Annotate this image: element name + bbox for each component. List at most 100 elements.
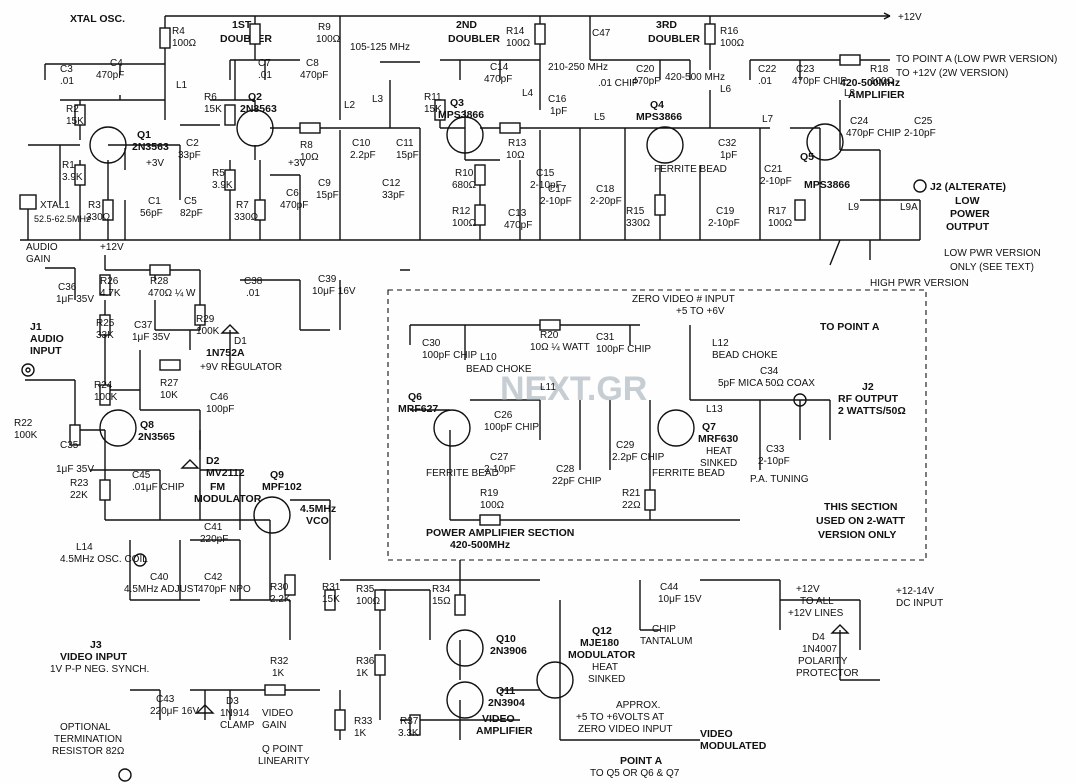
- q10-ref: Q10: [496, 633, 516, 645]
- r6-val: 15K: [204, 104, 222, 115]
- c16-val: 1pF: [550, 106, 567, 117]
- resistor-r4-symbol: [159, 27, 171, 49]
- to-all-1: +12V: [796, 584, 820, 595]
- c24-ref: C24: [850, 116, 869, 127]
- c35-ref: C35: [60, 440, 79, 451]
- transistor-q4-symbol: [646, 126, 684, 164]
- q6-ref: Q6: [408, 391, 422, 403]
- vco-2: VCO: [306, 515, 329, 527]
- l9a-ref: L9A: [900, 202, 918, 213]
- c39-val: 10μF 16V: [312, 286, 356, 297]
- connector-j3-symbol: [118, 768, 132, 782]
- video-amp-2: AMPLIFIER: [476, 725, 533, 737]
- q11-val: 2N3904: [488, 697, 525, 709]
- c21-ref: C21: [764, 164, 783, 175]
- c29-val: 2.2pF CHIP: [612, 452, 665, 463]
- polarity-2: PROTECTOR: [796, 668, 859, 679]
- d2-val: MV2112: [206, 467, 245, 479]
- l4-ref: L4: [522, 88, 534, 99]
- q5-ref: Q5: [800, 151, 814, 163]
- r18-ref: R18: [870, 64, 889, 75]
- r16-val: 100Ω: [720, 38, 745, 49]
- c18-ref: C18: [596, 184, 615, 195]
- resistor-r36-symbol: [374, 654, 386, 676]
- r11-ref: R11: [424, 92, 442, 103]
- fm-mod-1: FM: [210, 481, 225, 493]
- resistor-r13-symbol: [499, 122, 521, 134]
- c27-ref: C27: [490, 452, 509, 463]
- approx-1: APPROX.: [616, 700, 660, 711]
- c41-ref: C41: [204, 522, 223, 533]
- c38-ref: C38: [244, 276, 263, 287]
- l10-val: BEAD CHOKE: [466, 364, 532, 375]
- l11-ref: L11: [540, 382, 556, 393]
- r17-ref: R17: [768, 206, 787, 217]
- resistor-r32-symbol: [264, 684, 286, 696]
- c20-val: 470pF: [632, 76, 660, 87]
- approx-3: ZERO VIDEO INPUT: [578, 724, 672, 735]
- q11-ref: Q11: [496, 685, 515, 697]
- termination-3: RESISTOR 82Ω: [52, 746, 125, 757]
- amp-label: AMPLIFIER: [848, 89, 905, 101]
- r9-val: 100Ω: [316, 34, 341, 45]
- q1-val: 2N3563: [132, 141, 169, 153]
- watermark: NEXT.GR: [500, 370, 647, 408]
- r18-val: 100Ω: [870, 76, 895, 87]
- resistor-r3-symbol: [102, 199, 114, 221]
- r34-val: 15Ω: [432, 596, 451, 607]
- r33-val: 1K: [354, 728, 367, 739]
- d4-val: 1N4007: [802, 644, 837, 655]
- transistor-q5-symbol: [806, 123, 844, 161]
- transistor-q3-symbol: [446, 116, 484, 154]
- r5-ref: R5: [212, 168, 225, 179]
- c7-ref: C7: [258, 58, 271, 69]
- chip-tantalum-1: CHIP: [652, 624, 676, 635]
- point-a-label: POINT A: [620, 755, 663, 767]
- r7-val: 330Ω: [234, 212, 259, 223]
- amp-freq-label: 420-500MHz: [840, 77, 900, 89]
- c26-ref: C26: [494, 410, 513, 421]
- j3-label: J3: [90, 639, 102, 651]
- version-note-3: VERSION ONLY: [818, 529, 896, 541]
- doubler3-label-top: 3RD: [656, 19, 677, 31]
- r37-val: 3.3K: [398, 728, 419, 739]
- r30-val: 2.2K: [270, 594, 291, 605]
- connector-j2-alt-symbol: [913, 179, 927, 193]
- r35-val: 100Ω: [356, 596, 381, 607]
- c13-val: 470pF: [504, 220, 532, 231]
- d1-val: 1N752A: [206, 347, 245, 359]
- transistor-q11-symbol: [446, 681, 484, 719]
- c26-val: 100pF CHIP: [484, 422, 539, 433]
- resistor-r9-symbol: [249, 23, 261, 45]
- r35-ref: R35: [356, 584, 375, 595]
- zero-video-1: ZERO VIDEO # INPUT: [632, 294, 735, 305]
- c23-val: 470pF CHIP: [792, 76, 847, 87]
- doubler1-label-top: 1ST: [232, 19, 252, 31]
- c44-val: 10μF 15V: [658, 594, 702, 605]
- d3-ref: D3: [226, 696, 239, 707]
- c6-val: 470pF: [280, 200, 308, 211]
- c1-val: 56pF: [140, 208, 163, 219]
- r22-val: 100K: [14, 430, 38, 441]
- resistor-r19-symbol: [479, 514, 501, 526]
- dc-input-2: DC INPUT: [896, 598, 943, 609]
- r27-val: 10K: [160, 390, 178, 401]
- c2-ref: C2: [186, 138, 199, 149]
- supply-label-audio: +12V: [100, 242, 124, 253]
- c33-ref: C33: [766, 444, 785, 455]
- c12-val: 33pF: [382, 190, 405, 201]
- q3-ref: Q3: [450, 97, 464, 109]
- transistor-q8-symbol: [99, 409, 137, 447]
- q12-ref: Q12: [592, 625, 612, 637]
- l14-ref: L14: [76, 542, 93, 553]
- q2-val: 2N3563: [240, 103, 277, 115]
- low-power-label-3: POWER: [950, 208, 990, 220]
- r26-val: 4.7K: [100, 288, 121, 299]
- connector-j1-symbol: [21, 363, 35, 377]
- transistor-q2-symbol: [236, 109, 274, 147]
- r28-ref: R28: [150, 276, 169, 287]
- l7-ref: L7: [762, 114, 774, 125]
- c41-val: 220pF: [200, 534, 228, 545]
- c45-val: .01μF CHIP: [132, 482, 185, 493]
- pa-ferrite-1: FERRITE BEAD: [426, 468, 499, 479]
